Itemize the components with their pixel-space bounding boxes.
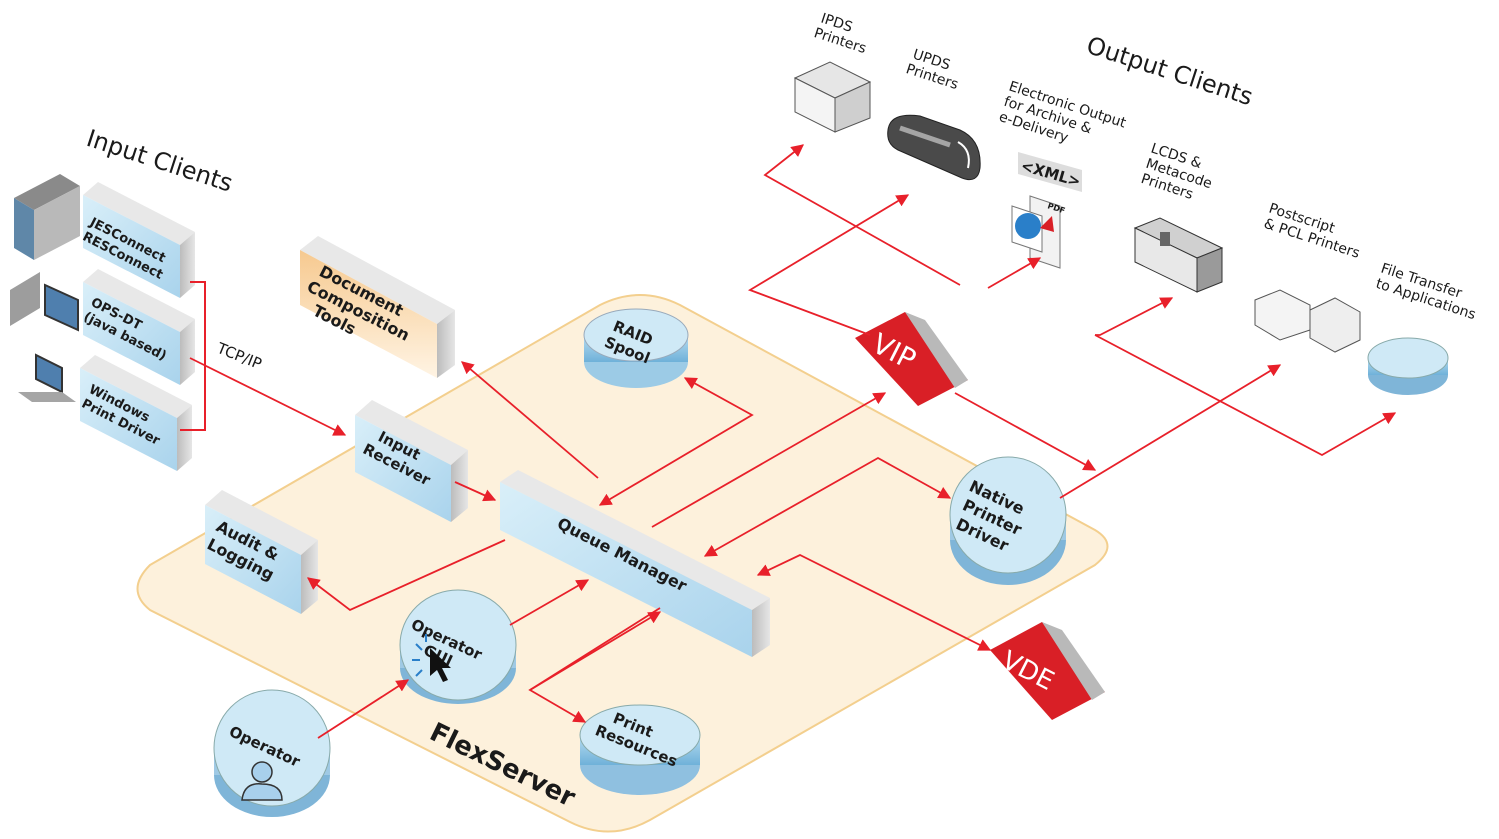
lcds-printer-icon [1133,217,1224,293]
person-icon [241,761,283,801]
document-composition-tools-box: Document Composition Tools [300,236,455,378]
arrow-operator-to-gui [317,679,410,739]
operator-gui-cylinder: Operator GUI [399,589,517,704]
arrow-queue-raid [598,377,754,506]
laptop-icon [18,353,76,402]
postscript-pcl-label: Postscript & PCL Printers [1262,201,1367,262]
arrow-to-electronic [987,257,1042,289]
tcpip-bracket [180,281,206,431]
postscript-printers-icon [1254,289,1361,353]
connection-arrows [189,144,1397,739]
arrow-receiver-to-queue [454,481,497,502]
desktop-computer-icon [10,272,79,332]
arrow-queue-to-vip [651,392,887,528]
arrow-queue-native [703,456,952,557]
file-transfer-cylinder [1367,337,1449,395]
server-tower-icon [14,174,80,260]
upds-printer-icon [887,114,981,181]
arrow-queue-to-doctools [461,361,599,479]
file-transfer-label: File Transfer to Applications [1374,261,1483,324]
arrow-vip-to-updps [747,194,910,336]
xml-badge: <XML> [1018,152,1083,192]
ipds-printers-label: IPDS Printers [812,10,873,57]
arrow-vip-to-ipds [763,144,961,286]
cursor-click-icon [412,634,451,682]
arrow-tcpip-to-receiver [189,357,347,436]
raid-spool-cylinder: RAID Spool [583,308,689,388]
arrow-native-to-postscript [1059,364,1282,499]
windows-print-driver-box: Windows Print Driver [79,355,192,471]
tcpip-label: TCP/IP [214,339,265,373]
ipds-printer-icon [793,61,872,133]
arrow-vde-queue [756,553,992,651]
electronic-documents-icon: PDF [1011,195,1066,269]
vde-logo: VDE [990,622,1105,720]
arrow-gui-to-queue [509,579,590,626]
print-resources-cylinder: Print Resources [579,704,701,795]
native-printer-driver-cylinder: Native Printer Driver [949,456,1067,585]
vip-logo: VIP [855,312,968,406]
arrow-to-lcds [1095,297,1174,336]
raid-spool-label: RAID Spool [602,316,660,368]
electronic-output-label: Electronic Output for Archive & e-Delive… [997,79,1132,164]
arrow-vip-to-native [954,392,1097,471]
arrow-queue-to-audit [306,539,506,612]
input-receiver-box: Input Receiver [355,400,468,522]
output-clients-title: Output Clients [1083,31,1256,111]
arrow-to-filetransfer [1094,334,1397,457]
upds-printers-label: UPDS Printers [904,46,965,93]
lcds-metacode-label: LCDS & Metacode Printers [1139,141,1223,209]
operator-cylinder: Operator [213,689,331,817]
arrow-print-to-queue [529,611,662,691]
